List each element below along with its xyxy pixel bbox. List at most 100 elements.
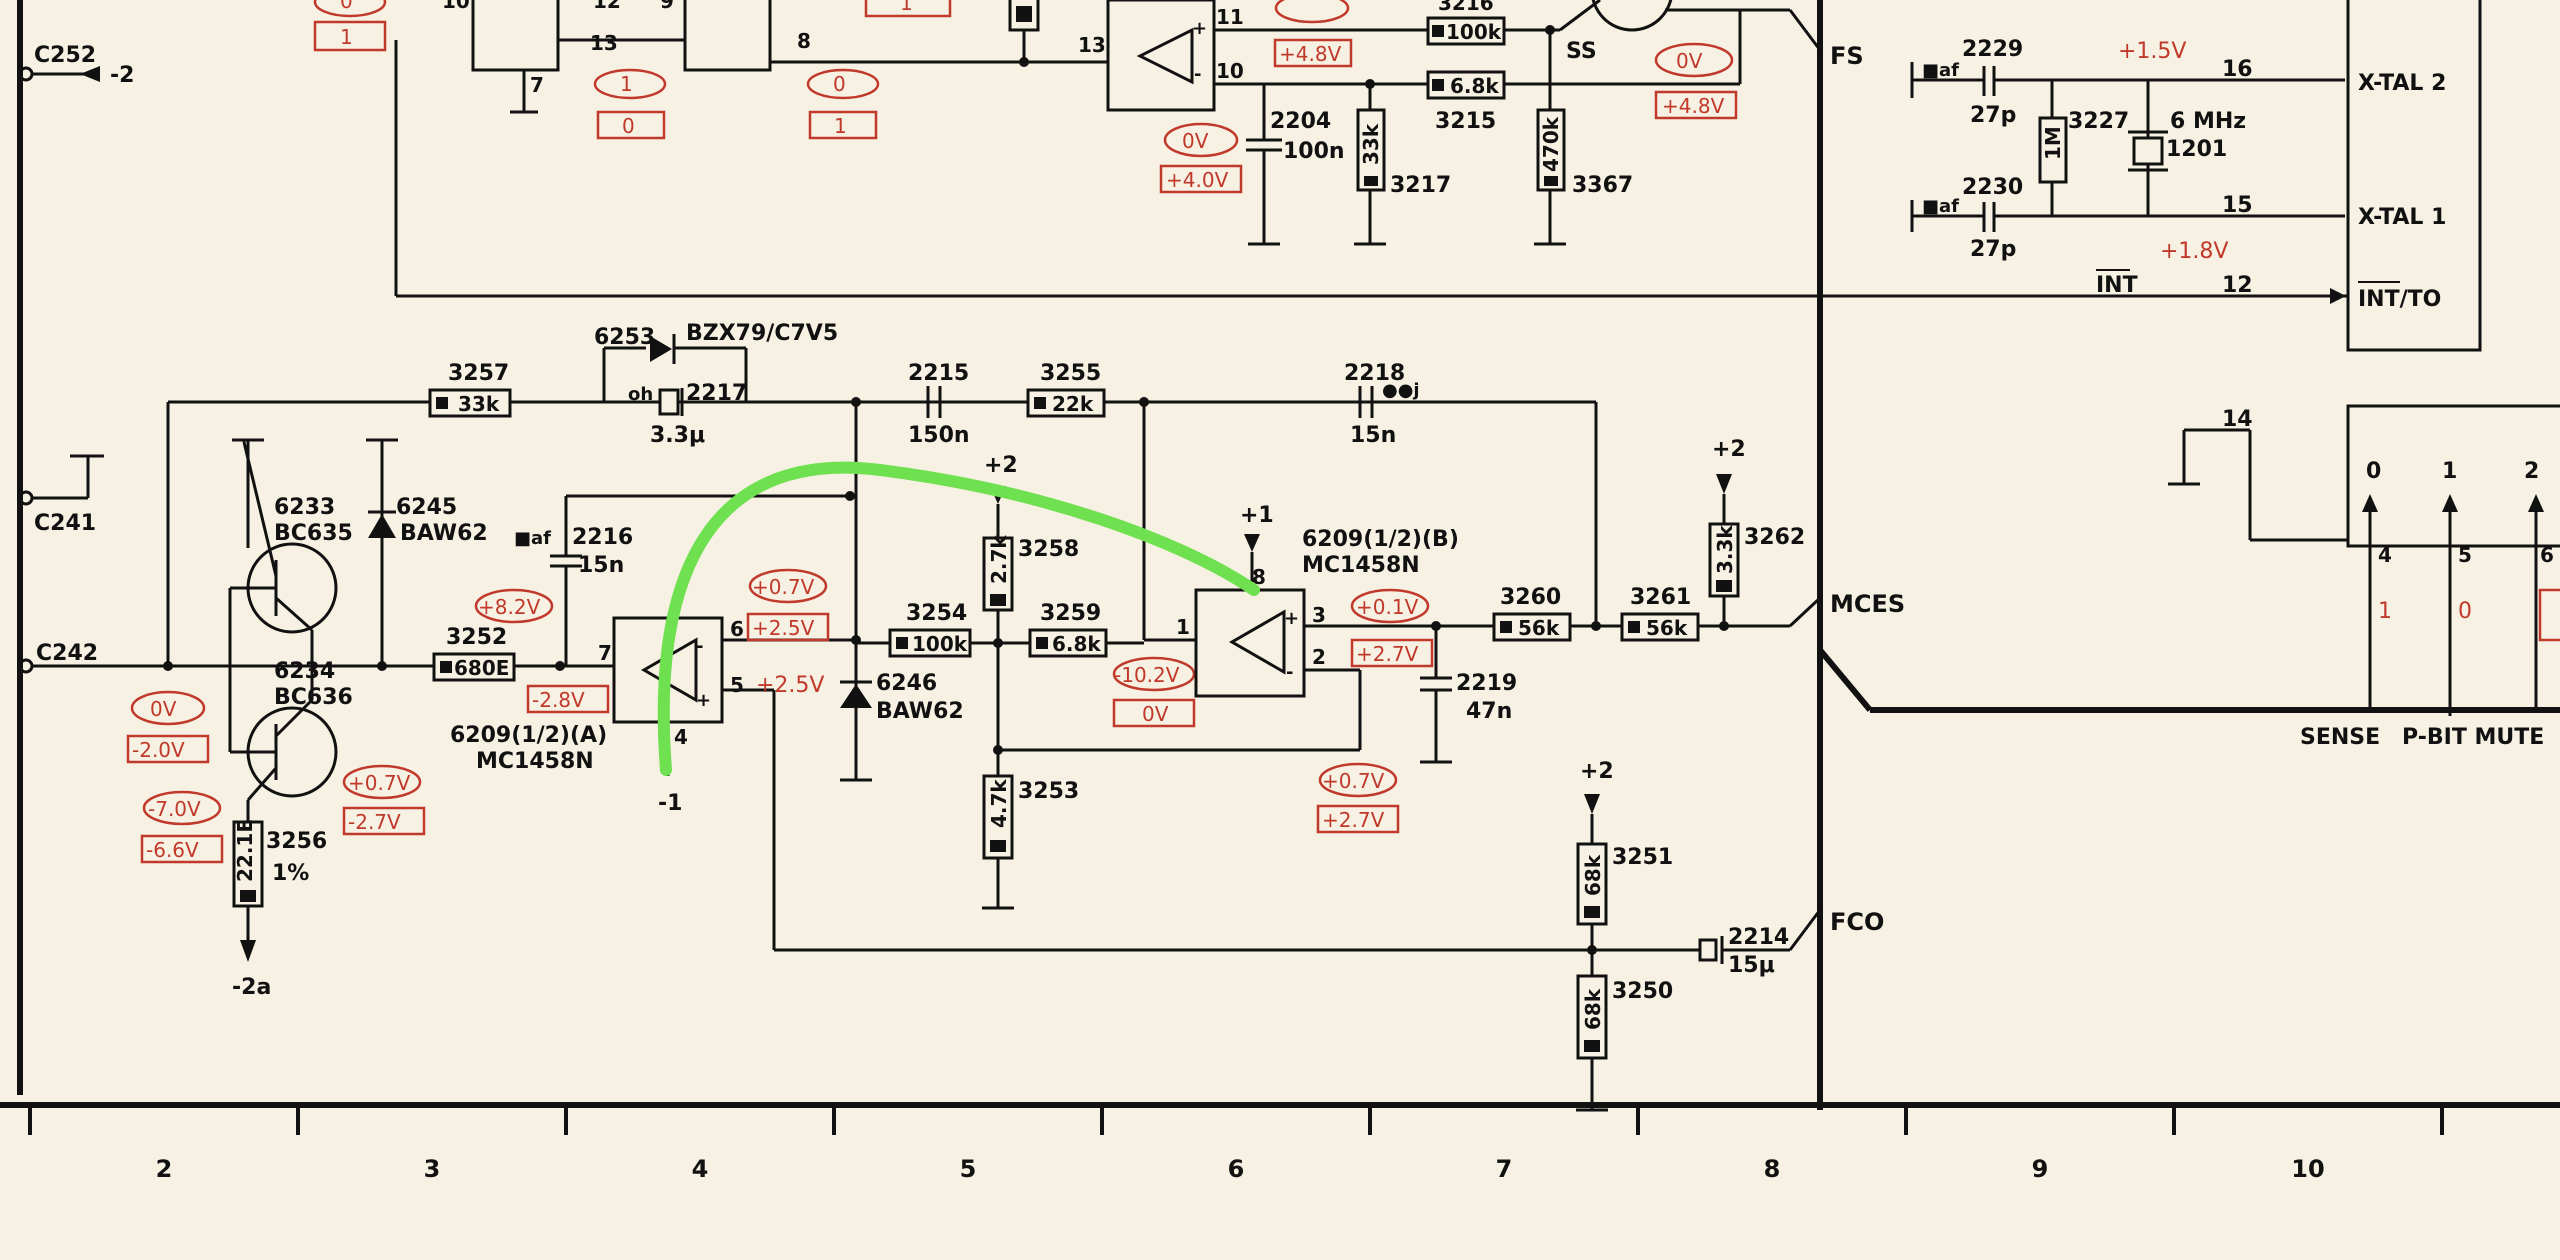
res-3253-value: 4.7k [987, 779, 1011, 828]
voltage-label: +8.2V [478, 595, 541, 619]
voltage-label: 0V [1182, 129, 1209, 153]
plus-sign: + [1192, 18, 1207, 39]
gate2-pin9: 9 [660, 0, 674, 13]
pin-label: 11 [1216, 5, 1244, 29]
voltage-label: -6.6V [146, 838, 199, 862]
junction-dot [1545, 25, 1555, 35]
sense-label: SENSE [2300, 725, 2380, 750]
supply-p2: +2 [1580, 759, 1614, 784]
res-3261-value: 56k [1646, 616, 1688, 640]
d6246-type: BAW62 [876, 699, 964, 724]
res-3257-ref: 3257 [448, 361, 509, 386]
res-3260-ref: 3260 [1500, 585, 1561, 610]
res-3227-ref: 3227 [2068, 109, 2129, 134]
fs-comparator-box [1106, 0, 1216, 112]
voltage-oval [593, 68, 667, 100]
pin2-label: 2 [2524, 459, 2539, 484]
res-3367-value: 470k [1539, 116, 1563, 172]
logic-value: 1 [2378, 599, 2392, 624]
gate-box-1 [471, 0, 560, 72]
voltage-oval [1163, 122, 1239, 158]
c252-minus2: -2 [110, 63, 134, 88]
voltage-box [1350, 638, 1434, 668]
voltage-oval [1350, 588, 1430, 624]
voltage-box [313, 20, 387, 52]
voltage-label: 0V [1142, 702, 1169, 726]
opamp-a-ref: 6209(1/2)(A) [450, 723, 607, 748]
voltage-label: +2.5V [752, 616, 815, 640]
voltage-label: 0 [622, 114, 635, 138]
res-3255-ref: 3255 [1040, 361, 1101, 386]
cap-2217 [658, 388, 680, 416]
transistor-emitter [275, 596, 313, 632]
logic-value: 0 [2458, 599, 2472, 624]
fs-comparator-triangle [1136, 27, 1194, 85]
xtal1-label: X-TAL 1 [2358, 205, 2446, 230]
grid-column-label: 8 [1764, 1155, 1781, 1183]
zener-ref: 6253 [594, 325, 655, 350]
resistor-dot [1584, 1040, 1600, 1052]
voltage-label: 1 [340, 25, 353, 49]
wire [1559, 0, 1601, 32]
res-3251-ref: 3251 [1612, 845, 1673, 870]
ss-label: SS [1566, 39, 1597, 64]
c252-label: C252 [34, 43, 96, 68]
supply-m1: -1 [658, 791, 682, 816]
pin-arrow [2442, 494, 2458, 512]
res-3250-ref: 3250 [1612, 979, 1673, 1004]
opamp-b-triangle [1228, 609, 1286, 675]
crystal-1201 [2132, 136, 2164, 166]
cap-2230-ref: 2230 [1962, 175, 2023, 200]
resistor-dot [440, 661, 452, 673]
res-3252-value: 680E [454, 656, 509, 680]
opamp-a-type: MC1458N [476, 749, 594, 774]
voltage-oval [130, 690, 206, 726]
gate-box-2 [683, 0, 772, 72]
int-to-label: INT/TO [2358, 287, 2441, 312]
mces-label: MCES [1830, 590, 1905, 618]
voltage-oval [342, 764, 422, 800]
resistor-3227 [2038, 116, 2068, 184]
cap-2229-value: 27p [1970, 103, 2016, 128]
pin1-label: 1 [2442, 459, 2457, 484]
opamp-b-pin3: 3 [1312, 603, 1326, 627]
voltage-label: -2.8V [532, 688, 585, 712]
voltage-box [126, 734, 210, 764]
opamp-b-ref: 6209(1/2)(B) [1302, 527, 1459, 552]
voltage-label: +0.7V [752, 575, 815, 599]
int-label: INT [2096, 273, 2138, 298]
resistor-dot [1584, 906, 1600, 918]
resistor-dot [1432, 79, 1444, 91]
junction-dot [1019, 57, 1029, 67]
voltage-label: 0 [340, 0, 353, 13]
res-3217-value: 33k [1359, 123, 1383, 165]
supply-p2: +2 [1712, 437, 1746, 462]
zener-type: BZX79/C7V5 [686, 321, 838, 346]
voltage-box [746, 612, 830, 642]
crystal-ref: 1201 [2166, 137, 2227, 162]
voltage-box [526, 684, 610, 714]
q6233-type: BC635 [274, 521, 353, 546]
pin-arrow [2362, 494, 2378, 512]
pin-arrow [2528, 494, 2544, 512]
opamp-a-pin5: 5 [730, 673, 744, 697]
plus-sign: + [696, 690, 711, 711]
minus-sign: - [1286, 662, 1293, 683]
junction-dot [1587, 945, 1597, 955]
minus-sign: - [696, 636, 703, 657]
ic-block-upper [2346, 0, 2482, 352]
voltage-label: +1.8V [2160, 239, 2228, 264]
voltage-box [1112, 698, 1196, 728]
ic-block-lower [2346, 404, 2560, 548]
voltage-box [1159, 164, 1243, 194]
pin4-label: 4 [2378, 543, 2392, 567]
grid-column-label: 3 [424, 1155, 441, 1183]
grid-column-label: 9 [2032, 1155, 2049, 1183]
cap-2229-ref: 2229 [1962, 37, 2023, 62]
cap-2218-ref: 2218 [1344, 361, 1405, 386]
res-3367-ref: 3367 [1572, 173, 1633, 198]
res-3262-value: 3.3k [1713, 525, 1737, 574]
cap-2230-value: 27p [1970, 237, 2016, 262]
junction-dot [377, 661, 387, 671]
cap-2215-ref: 2215 [908, 361, 969, 386]
